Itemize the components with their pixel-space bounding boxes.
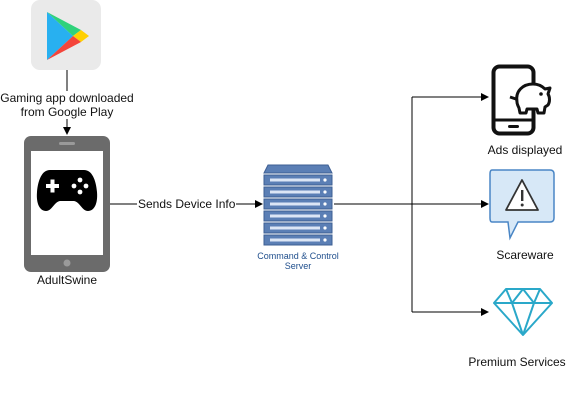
diamond-icon <box>492 286 554 338</box>
phone-label: AdultSwine <box>36 273 98 287</box>
server-icon <box>262 163 334 247</box>
server-label: Command & Control Server <box>257 251 339 271</box>
google-play-icon <box>31 0 101 70</box>
gamepad-icon <box>36 168 98 212</box>
output-label-scareware: Scareware <box>496 248 554 262</box>
output-label-ads: Ads displayed <box>487 143 563 157</box>
warning-speech-bubble-icon <box>488 168 556 244</box>
edge-label: Sends Device Info <box>137 197 237 211</box>
output-label-premium: Premium Services <box>468 355 566 369</box>
mobile-piggy-bank-icon <box>491 64 553 136</box>
source-caption: Gaming app downloaded from Google Play <box>0 91 134 119</box>
